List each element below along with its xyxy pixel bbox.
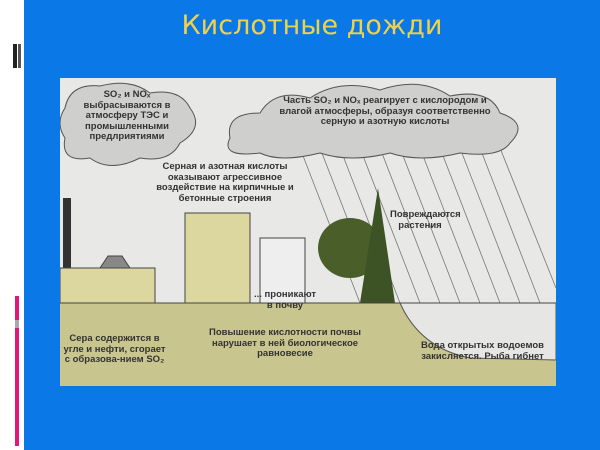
label-water: Вода открытых водоемов закисляется. Рыба… — [421, 340, 544, 362]
factory — [59, 267, 156, 304]
label-buildings: Серная и азотная кислоты оказывают агрес… — [156, 161, 294, 204]
label-soil-acidity: Повышение кислотности почвы нарушает в н… — [209, 327, 361, 359]
lake — [399, 302, 557, 361]
decor-bar-gray — [15, 320, 19, 328]
decor-bar-black — [18, 44, 21, 68]
cloud-right — [227, 83, 519, 159]
acid-rain-diagram: SO₂ и NOₓ выбрасываются в атмосферу ТЭС … — [59, 78, 557, 386]
tree — [318, 218, 382, 278]
chimney — [63, 198, 71, 303]
decor-bar-black — [13, 44, 17, 68]
label-reaction: Часть SO₂ и NOₓ реагирует с кислородом и… — [279, 95, 491, 127]
diagram-illustration — [59, 78, 557, 386]
cooling-tower — [99, 255, 131, 269]
brick-building — [184, 212, 251, 304]
label-plants: Повреждаются растения — [390, 209, 461, 231]
slide-title: Кислотные дожди — [181, 10, 443, 41]
label-soil-penetration: ... проникают в почву — [253, 289, 317, 311]
cloud-left — [59, 82, 197, 166]
decor-bar-pink — [15, 296, 19, 446]
fir-tree — [360, 188, 395, 303]
label-sulfur: Сера содержится в угле и нефти, сгорает … — [63, 333, 166, 365]
label-emissions: SO₂ и NOₓ выбрасываются в атмосферу ТЭС … — [83, 89, 171, 142]
